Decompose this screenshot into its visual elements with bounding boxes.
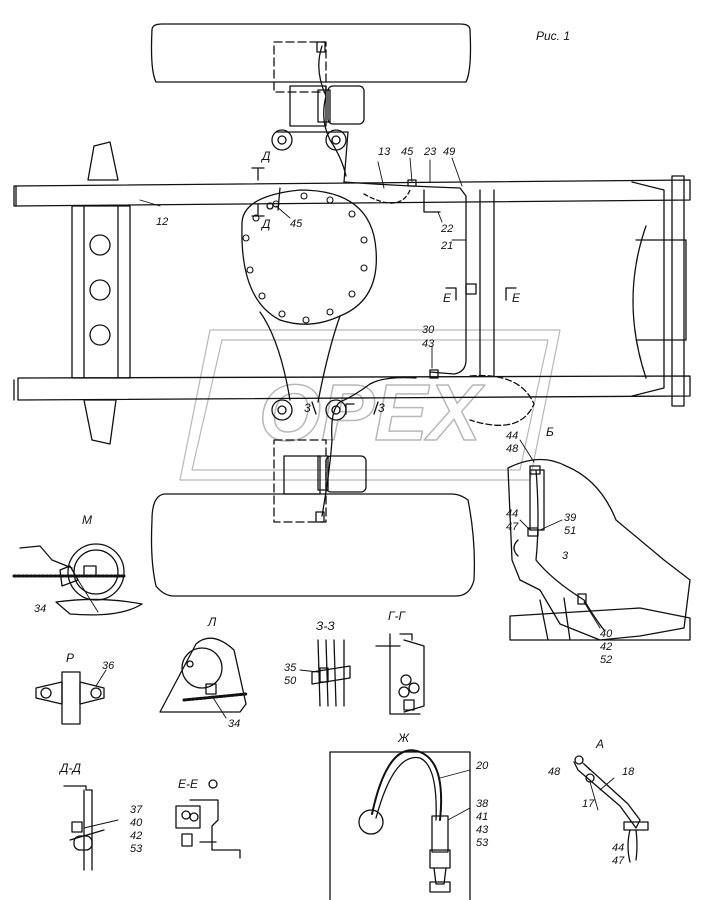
callout-43: 43 [422,338,435,350]
detail-zh-callout-53: 53 [476,837,489,849]
callout-39: 39 [564,512,577,524]
callout-22: 22 [441,223,454,235]
detail-zh-drawing [329,749,471,900]
callout-23: 23 [424,146,437,158]
detail-ee-title: Е-Е [178,777,199,791]
section-mark-z-left: 3 [304,401,311,415]
callout-12: 12 [156,216,169,228]
detail-ee-drawing [175,779,241,859]
callout-42-b: 42 [600,641,613,653]
detail-dd-callout-42: 42 [130,830,143,842]
frame-rails [13,175,691,407]
detail-l-callout-34: 34 [228,718,241,730]
callout-3: 3 [562,550,569,562]
brake-lines [321,179,535,517]
section-mark-d-top: Д [262,149,271,163]
detail-a-callout-17: 17 [582,798,595,810]
detail-zh-callout-41: 41 [476,811,489,823]
detail-m-drawing [12,543,143,616]
detail-p-title: Р [66,651,75,665]
section-cut-marks [251,167,517,415]
detail-dd-drawing [63,785,105,871]
detail-dd-title: Д-Д [60,761,81,775]
callout-49: 49 [443,146,456,158]
callout-45-axle: 45 [290,218,303,230]
callout-13: 13 [378,146,391,158]
detail-zz-callout-35: 35 [284,662,297,674]
callout-47-b: 47 [506,521,519,533]
watermark-text: OPEX [259,368,486,457]
view-b-body [507,458,691,641]
callout-21: 21 [441,240,454,252]
detail-zz-drawing [311,639,351,707]
bottom-wheel [150,439,476,597]
detail-dd-callout-40: 40 [130,817,143,829]
callout-30: 30 [422,324,435,336]
callout-44-b-top: 44 [506,430,519,442]
detail-p-callout-36: 36 [102,660,115,672]
section-mark-z-right: 3 [378,401,385,415]
detail-zh-callout-38: 38 [476,798,489,810]
detail-a-callout-47: 47 [612,855,625,867]
detail-a-callout-44: 44 [612,842,625,854]
figure-label: Рис. 1 [536,29,571,43]
callout-48-b: 48 [506,443,519,455]
callout-44-b: 44 [506,508,519,520]
top-wheel [150,23,472,177]
view-b-label: Б [546,425,554,439]
detail-m-title: М [82,513,92,527]
detail-m-callout-34: 34 [34,603,47,615]
detail-l-title: Л [208,615,217,629]
detail-dd-callout-53: 53 [130,843,143,855]
detail-zz-title: З-З [316,619,335,633]
section-mark-e-right: Е [512,291,521,305]
callout-45-top: 45 [401,146,414,158]
detail-gg-title: Г-Г [388,609,406,623]
detail-zh-title: Ж [398,731,410,745]
callout-52: 52 [600,654,613,666]
leader-lines [77,157,615,829]
detail-dd-callout-37: 37 [130,804,143,816]
detail-a-title: А [596,737,605,751]
detail-zh-callout-20: 20 [476,760,489,772]
cross-member [71,141,131,445]
detail-a-callout-18: 18 [622,766,635,778]
detail-gg-drawing [375,633,425,715]
detail-a-callout-48: 48 [548,766,561,778]
detail-l-drawing [159,637,248,713]
callout-51: 51 [564,525,577,537]
detail-zz-callout-50: 50 [284,675,297,687]
detail-p-drawing [35,671,105,725]
section-mark-d-bottom: Д [262,217,271,231]
callout-40-b: 40 [600,628,613,640]
detail-zh-callout-43: 43 [476,824,489,836]
detail-a-drawing [573,755,649,863]
section-mark-e-left: Е [443,291,452,305]
